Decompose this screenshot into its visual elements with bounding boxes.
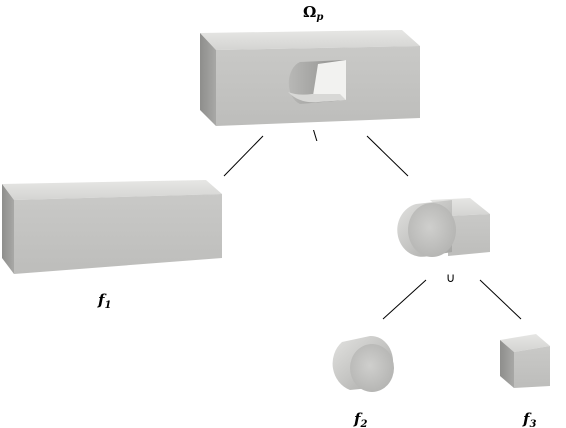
root-solid-side-face bbox=[200, 33, 216, 126]
f1-solid-side-face bbox=[2, 184, 14, 274]
union-operator: ∪ bbox=[446, 271, 456, 286]
f2-label-base: f bbox=[354, 410, 361, 428]
f1-label-base: f bbox=[98, 291, 105, 309]
f1-solid-top-face bbox=[2, 180, 222, 200]
root-solid-hole-inner bbox=[312, 60, 346, 102]
f1-label: f1 bbox=[98, 293, 111, 311]
root-label-sub: p bbox=[316, 12, 324, 23]
union-solid-cylinder-cap bbox=[408, 203, 456, 257]
union-solid-box-front bbox=[448, 214, 490, 256]
difference-operator: \ bbox=[313, 129, 318, 144]
f3-label-base: f bbox=[523, 410, 530, 428]
tree-edges bbox=[223, 135, 522, 320]
f2-label-sub: 2 bbox=[360, 419, 368, 428]
f2-solid-cap bbox=[350, 344, 394, 392]
f3-label: f3 bbox=[523, 412, 536, 428]
union-solid bbox=[397, 198, 490, 257]
root-solid-top-face bbox=[200, 30, 420, 50]
edge-root-to-f1 bbox=[223, 135, 264, 177]
edge-union-to-f3 bbox=[479, 279, 522, 320]
f3-solid-side-face bbox=[500, 340, 514, 388]
f2-label: f2 bbox=[354, 412, 367, 428]
edge-root-to-union bbox=[366, 135, 409, 177]
root-label: Ωp bbox=[303, 5, 323, 23]
f3-solid-front-face bbox=[514, 346, 550, 388]
root-solid-hole-floor bbox=[288, 92, 346, 103]
f3-solid-top-face bbox=[500, 334, 550, 352]
f3-label-sub: 3 bbox=[529, 419, 537, 428]
root-label-base: Ω bbox=[303, 3, 317, 21]
f2-solid bbox=[332, 335, 394, 392]
edge-union-to-f2 bbox=[382, 279, 427, 320]
f1-label-sub: 1 bbox=[104, 300, 112, 311]
root-solid bbox=[200, 30, 420, 126]
f3-solid bbox=[500, 334, 550, 388]
f1-solid bbox=[2, 180, 222, 274]
f1-solid-front-face bbox=[14, 194, 222, 274]
